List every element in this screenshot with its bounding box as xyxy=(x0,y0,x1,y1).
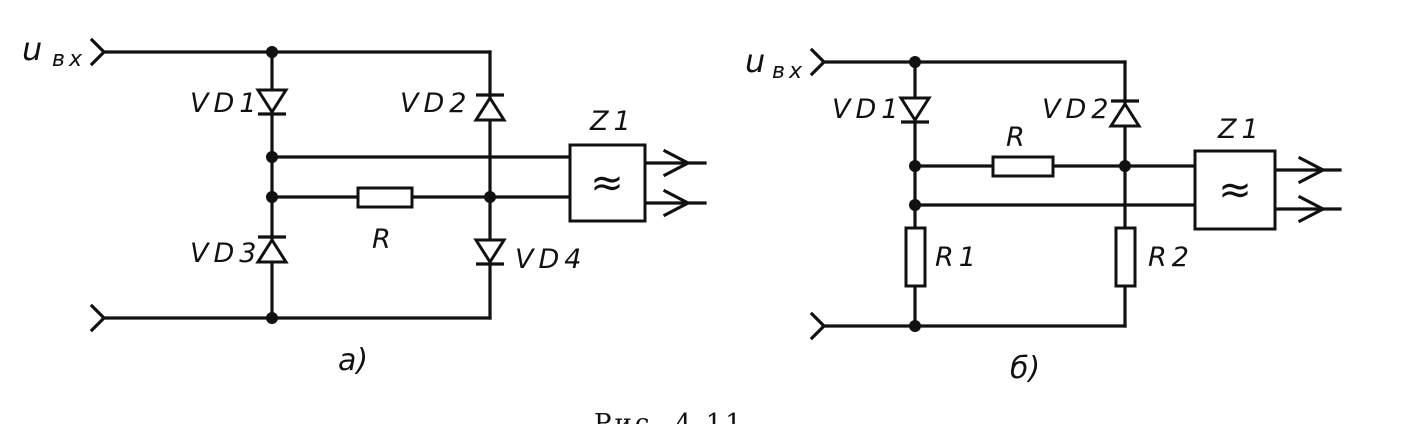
filter-symbol-a: ≈ xyxy=(590,160,624,206)
label-vd2-b: VD2 xyxy=(1042,94,1113,125)
diode-vd1-b xyxy=(898,96,932,124)
resistor-r1-b xyxy=(904,226,927,288)
circuit-a: ≈ u вх VD1 VD2 VD3 VD4 R Z1 а) xyxy=(22,30,707,378)
label-z1-a: Z1 xyxy=(589,106,636,137)
input-terminal-top-b xyxy=(809,47,827,77)
label-vd1-a: VD1 xyxy=(190,88,261,119)
label-r-b: R xyxy=(1006,122,1030,153)
input-terminal-bottom-b xyxy=(809,311,827,341)
filter-symbol-b: ≈ xyxy=(1218,167,1252,213)
junctions-a xyxy=(266,46,496,324)
figure-caption: Рис. 4.11 xyxy=(594,409,745,424)
diode-vd2-a xyxy=(473,93,507,122)
input-label-sub-b: вх xyxy=(772,59,806,84)
label-r2-b: R2 xyxy=(1148,242,1194,273)
label-vd3-a: VD3 xyxy=(190,238,261,269)
resistor-r-b xyxy=(991,155,1055,178)
diode-vd1-a xyxy=(255,88,289,116)
input-label-sub-a: вх xyxy=(52,47,86,72)
input-terminal-bottom-a xyxy=(89,303,107,333)
caption-a: а) xyxy=(338,343,368,378)
input-terminal-top-a xyxy=(89,37,107,67)
label-vd4-a: VD4 xyxy=(515,244,586,275)
label-r-a: R xyxy=(372,224,396,255)
junctions-b xyxy=(909,56,1131,332)
caption-b: б) xyxy=(1010,351,1040,386)
label-vd2-a: VD2 xyxy=(400,88,471,119)
input-label-a: u xyxy=(22,30,42,68)
filter-z1-b xyxy=(1193,149,1277,231)
label-r1-b: R1 xyxy=(935,242,981,273)
label-vd1-b: VD1 xyxy=(832,94,903,125)
circuit-b: ≈ u вх VD1 VD2 R R1 R2 Z1 б) xyxy=(745,42,1342,386)
resistor-r2-b xyxy=(1114,226,1137,288)
input-label-b: u xyxy=(745,42,765,80)
diode-vd2-b xyxy=(1108,99,1142,128)
label-z1-b: Z1 xyxy=(1217,114,1264,145)
resistor-r-a xyxy=(356,186,414,209)
diode-vd3-a xyxy=(255,235,289,264)
filter-z1-a xyxy=(568,143,647,223)
diode-vd4-a xyxy=(473,238,507,266)
